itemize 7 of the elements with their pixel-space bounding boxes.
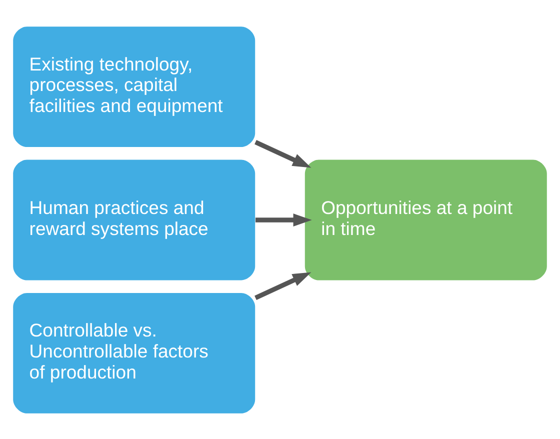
node-box: Controllable vs. Uncontrollable factors of production: [13, 292, 256, 413]
node-box: Opportunities at a point in time: [304, 159, 547, 280]
node-box: Existing technology, processes, capital facilities and equipment: [13, 26, 256, 147]
arrow: [254, 140, 312, 168]
arrow: [254, 272, 312, 300]
node-box: Human practices and reward systems place: [13, 159, 256, 280]
arrow: [256, 213, 312, 226]
